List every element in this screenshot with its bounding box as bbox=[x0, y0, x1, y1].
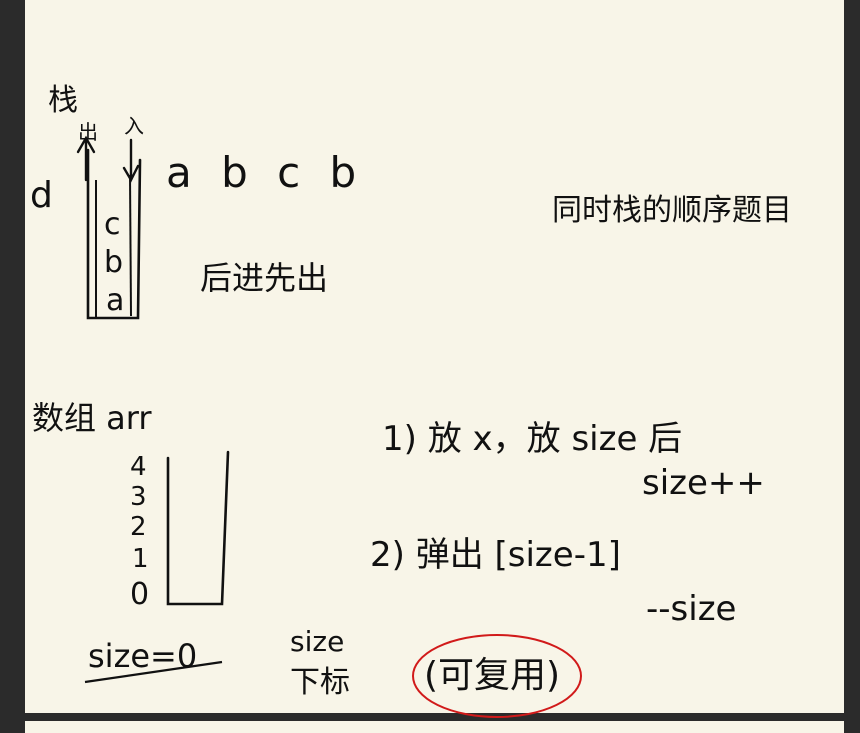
array-index-3: 3 bbox=[130, 482, 147, 512]
stack-inner-right-line bbox=[129, 174, 132, 317]
size-under: 下标 bbox=[290, 665, 350, 700]
size-init: size=0 bbox=[88, 637, 198, 675]
size-init-underline bbox=[84, 660, 223, 684]
step1-line1: 1) 放 x，放 size 后 bbox=[382, 419, 683, 459]
stack-item-middle: b bbox=[104, 245, 124, 280]
out-d-label: d bbox=[30, 175, 53, 216]
stack-title: 栈 bbox=[48, 83, 78, 118]
incoming-sequence: a b c b bbox=[166, 148, 365, 197]
size-word: size bbox=[290, 625, 345, 658]
reusable-highlight-ellipse bbox=[412, 634, 582, 718]
array-index-2: 2 bbox=[130, 512, 147, 542]
step1-line2: size++ bbox=[642, 463, 765, 503]
push-arrow bbox=[122, 138, 140, 183]
stack-right-note: 同时栈的顺序题目 bbox=[552, 193, 792, 228]
array-index-1: 1 bbox=[132, 544, 149, 574]
stack-item-bottom: a bbox=[106, 283, 125, 318]
next-page-edge bbox=[25, 721, 844, 733]
stack-rule: 后进先出 bbox=[200, 259, 329, 297]
array-index-0: 0 bbox=[130, 577, 150, 612]
pop-arrow bbox=[76, 135, 96, 182]
array-title: 数组 arr bbox=[32, 399, 152, 437]
stack-container-outline bbox=[86, 148, 142, 320]
stack-item-top: c bbox=[104, 207, 121, 242]
note-page bbox=[25, 0, 844, 713]
push-label: 入 bbox=[124, 114, 144, 138]
array-container-outline bbox=[166, 450, 230, 606]
reusable-note: (可复用) bbox=[424, 655, 561, 696]
array-index-4: 4 bbox=[130, 452, 147, 482]
pop-label: 出 bbox=[78, 120, 98, 144]
step2-line1: 2) 弹出 [size-1] bbox=[370, 535, 621, 575]
step2-line2: --size bbox=[646, 589, 737, 629]
